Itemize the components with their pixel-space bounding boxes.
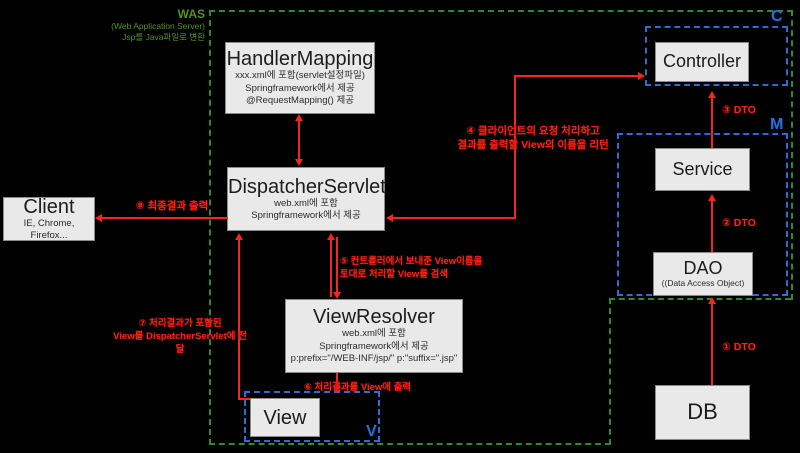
arrowhead-dto-into-service	[708, 194, 716, 201]
node-dispatcher-servlet: DispatcherServlet web.xml에 포함 Springfram…	[227, 167, 386, 231]
annotation-step4-line2: 결과를 출력할 View의 이름을 리턴	[457, 139, 609, 152]
arrow-db-to-dao	[711, 302, 713, 385]
view-region-box	[244, 391, 380, 442]
arrow-viewresolver-to-ds	[330, 237, 332, 297]
annotation-step7-line1: ⑦ 처리결과가 포함된	[138, 318, 222, 329]
arrow-controller-ds-horizontal-low	[390, 217, 516, 219]
controller-title: Controller	[662, 51, 742, 72]
arrow-ds-controller-horizontal-high	[514, 75, 640, 77]
mvc-v-label: V	[366, 423, 377, 440]
arrow-ds-to-client	[100, 217, 228, 219]
arrowhead-into-client	[95, 214, 102, 222]
handler-mapping-title: HandlerMapping	[226, 48, 374, 71]
annotation-dto3: ③ DTO	[722, 104, 756, 116]
arrowhead-into-dispatcher-right	[386, 214, 393, 222]
service-title: Service	[672, 158, 733, 179]
arrowhead-into-dispatcher-bottom-left	[235, 233, 243, 240]
client-subtitle: IE, Chrome, Firefox...	[23, 217, 75, 241]
arrowhead-into-controller	[638, 72, 645, 80]
arrowhead-into-handlermapping	[295, 114, 303, 121]
annotation-dto2: ② DTO	[722, 217, 756, 229]
arrowhead-into-dispatcher-top	[295, 159, 303, 166]
node-view: View	[250, 398, 320, 437]
dao-title: DAO	[683, 257, 723, 278]
was-border-bottom	[209, 443, 611, 445]
was-border-top	[209, 10, 793, 12]
arrow-dao-to-service	[711, 199, 713, 252]
view-resolver-line2: Springframework에서 제공	[319, 340, 429, 352]
dao-subtitle: ((Data Access Object)	[661, 278, 745, 289]
view-resolver-line1: web.xml에 포함	[342, 328, 406, 340]
annotation-step5: ⑤ 컨트롤러에서 보내준 View이름을 토대로 처리할 View를 검색	[340, 256, 490, 282]
node-handler-mapping: HandlerMapping xxx.xml에 포함(servlet설정파일) …	[225, 42, 375, 114]
arrow-viewresolver-to-view	[336, 373, 338, 389]
arrow-service-to-controller	[711, 96, 713, 148]
db-title: DB	[687, 399, 718, 425]
dispatcher-servlet-title: DispatcherServlet	[228, 175, 386, 198]
node-db: DB	[655, 385, 750, 440]
arrowhead-into-dispatcher-bottom	[327, 233, 335, 240]
view-resolver-line3: p:prefix="/WEB-INF/jsp/" p:"suffix=".jsp…	[290, 353, 458, 365]
handler-mapping-line2: Springframework에서 제공	[245, 82, 355, 94]
node-view-resolver: ViewResolver web.xml에 포함 Springframework…	[285, 299, 463, 373]
arrow-ds-to-viewresolver	[336, 237, 338, 297]
view-title: View	[263, 406, 307, 429]
annotation-step7: ⑦ 처리결과가 포함된 View를 DispatcherServlet에 전달	[110, 318, 250, 356]
annotation-step5-line2: 토대로 처리할 View를 검색	[340, 268, 449, 280]
dispatcher-servlet-line2: Springframework에서 제공	[251, 210, 361, 221]
was-title: WAS	[177, 7, 205, 21]
view-resolver-title: ViewResolver	[313, 306, 435, 329]
was-subtitle2: Jsp를 Java파일로 변환	[122, 31, 205, 42]
was-border-notch-horizontal	[609, 298, 791, 300]
dispatcher-servlet-line1: web.xml에 포함	[274, 197, 338, 209]
annotation-step5-line1: ⑤ 컨트롤러에서 보내준 View이름을	[340, 256, 483, 267]
handler-mapping-line3: @RequestMapping() 제공	[246, 95, 354, 107]
node-controller: Controller	[655, 42, 749, 82]
annotation-step4: ④ 클라이언트의 요청 처리하고 결과를 출력할 View의 이름을 리턴	[438, 124, 628, 152]
annotation-step6: ⑥ 처리결과를 View에 출력	[303, 382, 412, 393]
node-dao: DAO ((Data Access Object)	[653, 252, 753, 296]
was-border-notch-vertical	[609, 298, 611, 445]
was-border-right	[791, 10, 793, 300]
handler-mapping-line1: xxx.xml에 포함(servlet설정파일)	[235, 70, 365, 82]
was-subtitle: (Web Application Server)	[111, 21, 205, 32]
node-client: Client IE, Chrome, Firefox...	[3, 195, 95, 241]
mvc-m-label: M	[770, 116, 784, 133]
client-title: Client	[23, 195, 75, 218]
arrow-view-to-ds-horizontal	[238, 398, 250, 400]
arrow-ds-handlermapping	[298, 117, 300, 165]
node-service: Service	[655, 148, 750, 191]
controller-region-box	[645, 26, 788, 86]
arrowhead-dto-into-dao	[708, 297, 716, 304]
arrowhead-dto-into-controller	[708, 91, 716, 98]
arrowhead-into-view-region	[333, 386, 341, 393]
annotation-step7-line2: View를 DispatcherServlet에 전달	[113, 330, 247, 355]
arrowhead-into-viewresolver	[333, 292, 341, 299]
arrow-view-to-ds-vertical	[238, 237, 240, 400]
was-label: WAS (Web Application Server) Jsp를 Java파일…	[50, 7, 205, 42]
mvc-c-label: C	[771, 8, 783, 25]
was-border-left	[209, 10, 211, 445]
arrow-controller-ds-vertical	[514, 75, 516, 219]
annotation-step8: ⑧ 최종결과 출력	[135, 200, 209, 212]
annotation-dto1: ① DTO	[722, 341, 756, 353]
annotation-step4-line1: ④ 클라이언트의 요청 처리하고	[466, 125, 600, 137]
